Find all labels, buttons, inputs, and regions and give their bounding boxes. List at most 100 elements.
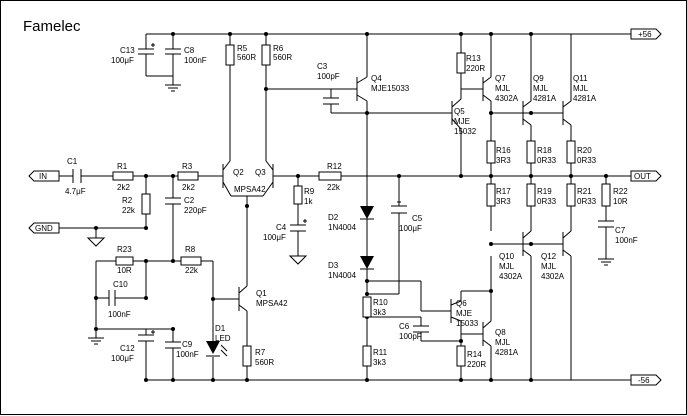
- ground-symbol: [88, 337, 104, 345]
- label-c6-value: 100pF: [399, 332, 422, 341]
- label-q4-ref: Q4: [371, 74, 382, 83]
- label-r3-value: 2k2: [182, 183, 195, 192]
- polarity-marks: [151, 43, 401, 334]
- label-q5-type: MJE: [454, 117, 470, 126]
- label-r11-value: 3k3: [373, 358, 386, 367]
- label-q10-value: 4302A: [499, 272, 523, 281]
- ground-symbol: [288, 255, 308, 265]
- schematic-title: Famelec: [23, 18, 81, 35]
- label-c10-ref: C10: [113, 280, 128, 289]
- label-r17-ref: R17: [496, 187, 511, 196]
- label-r6-ref: R6: [273, 44, 284, 53]
- port-out: OUT: [630, 170, 662, 182]
- label-q12-value: 4302A: [541, 272, 565, 281]
- transistor-q1: [237, 285, 248, 312]
- label-r14-ref: R14: [467, 350, 482, 359]
- label-c12-value: 100μF: [111, 354, 134, 363]
- label-c1-value: 4.7μF: [65, 187, 86, 196]
- label-c3-value: 100pF: [317, 72, 340, 81]
- label-r1-value: 2k2: [117, 183, 130, 192]
- transistor-q4: [349, 76, 368, 102]
- transistor-q10: [521, 230, 532, 257]
- label-r6-value: 560R: [273, 53, 292, 62]
- diode-d2: [360, 206, 374, 220]
- label-c7-value: 100nF: [615, 236, 638, 245]
- label-d3-ref: D3: [328, 261, 339, 270]
- label-r13-ref: R13: [466, 54, 481, 63]
- label-r18-ref: R18: [537, 146, 552, 155]
- label-c4-ref: C4: [276, 223, 287, 232]
- label-c2-ref: C2: [184, 196, 195, 205]
- label-q10-ref: Q10: [499, 252, 515, 261]
- label-r16-value: 3R3: [496, 156, 511, 165]
- label-c10-value: 100nF: [108, 310, 131, 319]
- label-r2-ref: R2: [122, 196, 133, 205]
- ground-symbol: [165, 84, 181, 92]
- label-r17-value: 3R3: [496, 197, 511, 206]
- label-q9-ref: Q9: [533, 74, 544, 83]
- label-q7-ref: Q7: [495, 74, 506, 83]
- label-c1-ref: C1: [67, 157, 78, 166]
- label-r3-ref: R3: [182, 162, 193, 171]
- label-q9-type: MJL: [533, 84, 549, 93]
- transistor-q2-q3: [216, 160, 281, 197]
- label-q2q3-value: MPSA42: [234, 185, 266, 194]
- label-c2-value: 220pF: [184, 206, 207, 215]
- label-r9-value: 1k: [304, 197, 313, 206]
- svg-text:OUT: OUT: [634, 172, 651, 181]
- label-c8-value: 100nF: [184, 56, 207, 65]
- label-r13-value: 220R: [466, 64, 485, 73]
- transistor-q6: [420, 291, 462, 323]
- label-q7-type: MJL: [495, 84, 511, 93]
- port-in: IN: [28, 170, 60, 182]
- label-c9-ref: C9: [182, 340, 193, 349]
- label-r16-ref: R16: [496, 146, 511, 155]
- label-r22-value: 10R: [613, 197, 628, 206]
- svg-text:GND: GND: [35, 224, 53, 233]
- label-r10-value: 3k3: [373, 308, 386, 317]
- label-r5-value: 560R: [237, 53, 256, 62]
- label-r14-value: 220R: [467, 360, 486, 369]
- label-r18-value: 0R33: [537, 156, 557, 165]
- label-d3-value: 1N4004: [328, 271, 357, 280]
- label-d1-ref: D1: [215, 324, 226, 333]
- label-r8-value: 22k: [185, 266, 199, 275]
- label-c12-ref: C12: [120, 344, 135, 353]
- svg-text:-56: -56: [638, 376, 650, 385]
- label-r11-ref: R11: [373, 348, 388, 357]
- label-q10-type: MJL: [499, 262, 515, 271]
- capacitor-plates: [72, 48, 614, 349]
- label-c5-ref: C5: [412, 214, 423, 223]
- label-q8-type: MJL: [495, 338, 511, 347]
- port-vneg: -56: [630, 374, 662, 386]
- label-q1-ref: Q1: [256, 289, 267, 298]
- label-c4-value: 100μF: [263, 233, 286, 242]
- label-q1-value: MPSA42: [256, 299, 288, 308]
- label-r23-value: 10R: [117, 266, 132, 275]
- label-q5-value: 15032: [454, 127, 477, 136]
- resistor-bodies: [112, 44, 611, 367]
- label-c13-ref: C13: [120, 46, 135, 55]
- wiring: [59, 33, 631, 381]
- label-r9-ref: R9: [304, 187, 315, 196]
- label-q5-ref: Q5: [454, 107, 465, 116]
- label-r19-ref: R19: [537, 187, 552, 196]
- label-r22-ref: R22: [613, 187, 628, 196]
- label-d2-value: 1N4004: [328, 223, 357, 232]
- label-q12-ref: Q12: [541, 252, 557, 261]
- label-r5-ref: R5: [237, 44, 248, 53]
- ground-symbol: [598, 258, 614, 266]
- junction-dots: [94, 32, 608, 382]
- transistor-q8: [479, 320, 492, 347]
- label-r8-ref: R8: [185, 245, 196, 254]
- label-c9-value: 100nF: [176, 350, 199, 359]
- label-r10-ref: R10: [373, 298, 388, 307]
- label-r1-ref: R1: [117, 162, 128, 171]
- led-d1: [206, 341, 228, 357]
- svg-text:IN: IN: [39, 172, 47, 181]
- label-r7-ref: R7: [255, 348, 266, 357]
- label-q6-ref: Q6: [456, 299, 467, 308]
- label-r21-value: 0R33: [577, 197, 597, 206]
